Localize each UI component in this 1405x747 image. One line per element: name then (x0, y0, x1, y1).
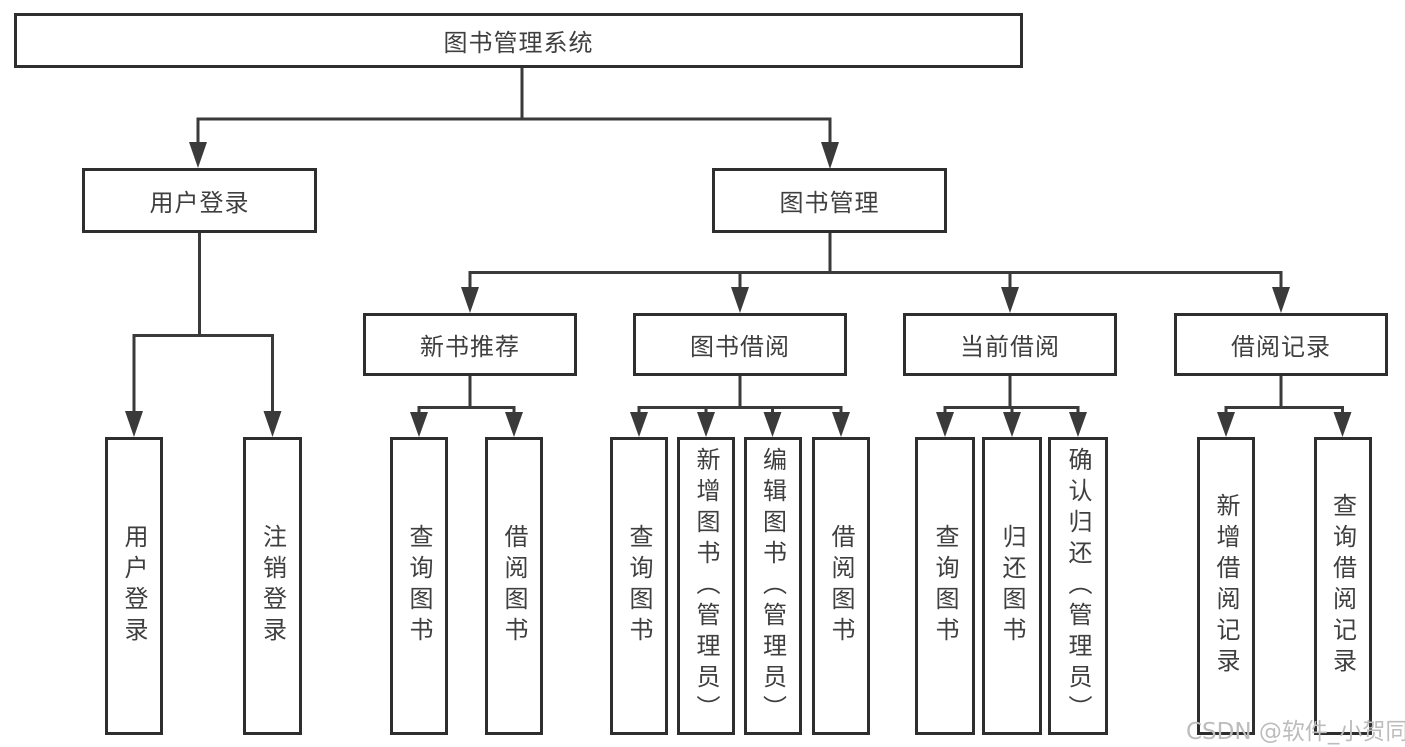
arrow-head (461, 287, 479, 313)
leaf-label: 新增图书（管理员） (692, 446, 720, 726)
arrow-head (1333, 412, 1352, 437)
leaf-query-books-current: 查询图书 (915, 437, 975, 735)
leaf-query-books-borrow: 查询图书 (610, 437, 668, 735)
arrow-head (189, 142, 207, 168)
arrow-head (125, 411, 143, 437)
node-label: 当前借阅 (960, 333, 1060, 361)
leaf-label: 查询图书 (931, 524, 959, 648)
leaf-borrow-books-recommend: 借阅图书 (485, 437, 543, 735)
arrow-head (410, 412, 428, 437)
arrow-head (1272, 287, 1290, 313)
leaf-confirm-return-admin: 确认归还（管理员） (1048, 437, 1108, 735)
arrow-head (1217, 412, 1235, 437)
leaf-add-books-admin: 新增图书（管理员） (677, 437, 735, 735)
arrow-head (1069, 412, 1087, 437)
node-book-borrow: 图书借阅 (633, 313, 847, 376)
leaf-query-borrow-record: 查询借阅记录 (1313, 437, 1372, 735)
connector-root-to-level2 (196, 68, 832, 144)
arrow-head (763, 412, 782, 437)
connector-user-login-children (132, 233, 274, 413)
arrow-head (1001, 287, 1019, 313)
node-label: 图书管理 (779, 189, 880, 217)
leaf-label: 归还图书 (998, 524, 1026, 648)
node-label: 图书管理系统 (443, 29, 594, 57)
leaf-label: 借阅图书 (827, 524, 855, 648)
arrow-head (731, 287, 749, 313)
arrow-head (697, 412, 715, 437)
csdn-watermark: CSDN @软件_小贺同学 (1186, 719, 1405, 745)
node-new-book-recommend: 新书推荐 (363, 313, 577, 376)
node-current-borrow: 当前借阅 (903, 313, 1117, 376)
connector-book-management-children (468, 233, 1283, 288)
arrow-head (936, 412, 954, 437)
leaf-user-login: 用户登录 (105, 437, 163, 735)
node-borrow-records: 借阅记录 (1174, 313, 1388, 376)
leaf-label: 确认归还（管理员） (1064, 446, 1092, 726)
node-label: 借阅记录 (1231, 333, 1331, 361)
leaf-label: 编辑图书（管理员） (758, 446, 787, 726)
arrow-head (1003, 412, 1021, 437)
leaf-label: 查询图书 (625, 524, 653, 648)
node-label: 新书推荐 (420, 333, 520, 361)
arrow-head (832, 412, 850, 437)
arrow-head (630, 412, 648, 437)
arrow-head (505, 412, 523, 437)
connector-borrow-records-children (1224, 376, 1344, 413)
leaf-query-books-recommend: 查询图书 (390, 437, 448, 735)
node-user-login: 用户登录 (82, 168, 317, 233)
node-library-system: 图书管理系统 (14, 13, 1023, 68)
node-label: 用户登录 (149, 189, 250, 217)
leaf-return-books: 归还图书 (982, 437, 1042, 735)
connector-current-borrow-children (943, 376, 1080, 413)
leaf-label: 借阅图书 (500, 524, 528, 648)
arrow-head (821, 142, 839, 169)
leaf-label: 查询图书 (405, 524, 433, 648)
connector-new-book-children (417, 376, 516, 413)
connector-book-borrow-children (637, 376, 843, 413)
leaf-borrow-books: 借阅图书 (812, 437, 870, 735)
leaf-label: 查询借阅记录 (1328, 493, 1357, 679)
leaf-logout: 注销登录 (243, 437, 302, 735)
leaf-label: 注销登录 (258, 524, 287, 648)
arrow-head (263, 411, 282, 437)
leaf-label: 新增借阅记录 (1212, 493, 1240, 679)
leaf-add-borrow-record: 新增借阅记录 (1197, 437, 1255, 735)
leaf-edit-books-admin: 编辑图书（管理员） (743, 437, 802, 735)
leaf-label: 用户登录 (120, 524, 148, 648)
node-label: 图书借阅 (690, 333, 790, 361)
node-book-management: 图书管理 (712, 168, 947, 233)
